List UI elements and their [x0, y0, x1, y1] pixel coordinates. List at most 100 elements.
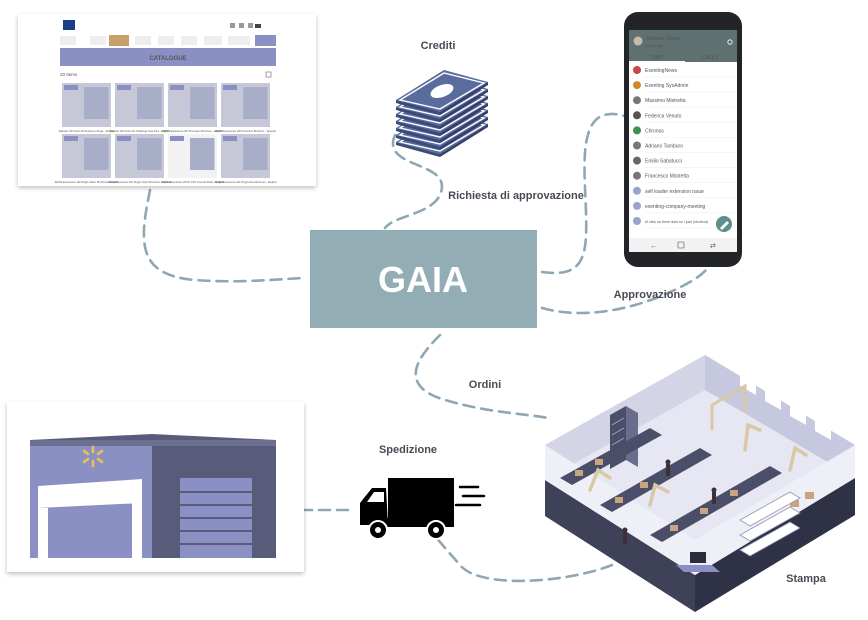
connector-phone-gaia	[540, 260, 714, 315]
catalog-item[interactable]: ZEISS Experience HD Single Vision Brochu…	[55, 134, 119, 184]
phone-screen	[629, 30, 737, 252]
catalog-item-label: ZEISS Experience HD Promotion Brochure -…	[162, 129, 223, 133]
gaia-title: GAIA	[378, 259, 468, 300]
contact-name: #I click on three dots so I pad (shortcu…	[645, 220, 708, 224]
contact-name: Massimo Mistretta	[645, 98, 686, 104]
contact-item[interactable]: Chronos	[633, 126, 737, 138]
catalog-item-label: ZEISS Experience HD Progressive Brochure…	[214, 180, 277, 184]
nav-home-icon[interactable]	[677, 241, 685, 249]
phone-header	[629, 30, 737, 62]
catalog-item[interactable]: Walmart HD Vision Rx Challenge Tear Pad …	[110, 83, 170, 133]
phone-mockup: Andrea Gonia Messenger CHAT CALLS Exenti…	[624, 12, 742, 267]
contact-item[interactable]: exenting-company-meeting	[633, 201, 737, 214]
help-icon[interactable]	[248, 23, 253, 28]
money-stack-icon	[396, 70, 488, 157]
contact-avatar	[633, 217, 641, 225]
catalog-item-label: Walmart HD Vision Rx Challenge Tear Pad …	[110, 129, 170, 133]
phone-search-icon[interactable]	[727, 39, 733, 45]
label-approvazione: Approvazione	[614, 289, 687, 301]
phone-user-status: Messenger	[646, 44, 665, 48]
store-door-frame	[38, 508, 48, 558]
catalog-grid: Walmart HD Vision RX Enhance Single - En…	[55, 83, 277, 184]
store-awning	[38, 479, 142, 508]
label-stampa: Stampa	[786, 573, 827, 585]
catalog-item-label: ZEISS Experience HD Single Vision Brochu…	[55, 180, 119, 184]
catalog-banner	[60, 48, 276, 66]
store-door-frame-right	[132, 503, 142, 558]
catalog-item[interactable]: ZEISS Experience HD Rx FSV Consult Sheet…	[161, 134, 225, 184]
contact-avatar	[633, 126, 641, 135]
nav-active-tab[interactable]	[109, 35, 129, 46]
store-building	[30, 434, 276, 558]
nav-recent-icon[interactable]: ⇄	[710, 243, 716, 250]
connector-gaia-factory	[414, 333, 550, 420]
label-richiesta: Richiesta di approvazione	[448, 190, 584, 202]
contact-avatar	[633, 66, 641, 74]
contact-item[interactable]: Adriano Tamburo	[633, 141, 737, 153]
delivery-truck-icon	[360, 478, 486, 540]
factory-windows	[740, 370, 831, 440]
contact-name: Chronos	[645, 128, 664, 134]
contact-avatar	[633, 201, 641, 210]
contact-name: exenting-company-meeting	[645, 204, 706, 210]
zeiss-logo	[63, 20, 75, 30]
catalog-banner-text: CATALOGUE	[149, 56, 186, 62]
nav-back-icon[interactable]: ←	[650, 243, 657, 250]
contact-name: self loader extension issue	[645, 189, 704, 195]
contact-avatar	[633, 141, 641, 150]
contact-avatar	[633, 171, 641, 180]
pencil-icon	[720, 221, 729, 230]
contact-item[interactable]: Francesco Mistretta	[633, 171, 737, 183]
phone-tab-chat[interactable]: CHAT	[650, 55, 663, 61]
catalog-count: 20 Items	[60, 72, 78, 77]
catalog-item-label: ZEISS Experience HD Rx FSV Consult Sheet…	[161, 180, 225, 184]
contact-item[interactable]: Emilio Sabatucci	[633, 156, 737, 168]
contact-name: Francesco Mistretta	[645, 174, 689, 180]
connector-gaia-phone	[540, 112, 626, 275]
catalog-item[interactable]: ZEISS Experience HD Promotion Brochure -…	[215, 83, 277, 133]
contact-avatar	[633, 156, 641, 165]
print-factory-illustration	[545, 355, 855, 612]
contact-item[interactable]: self loader extension issue	[633, 186, 737, 199]
cart-icon[interactable]	[255, 24, 261, 28]
phone-tab-calls[interactable]: CALLS	[702, 55, 719, 61]
catalog-search-icon[interactable]	[265, 71, 272, 78]
contact-name: Emilio Sabatucci	[645, 159, 682, 165]
connector-catalog-gaia	[142, 188, 304, 283]
catalog-item[interactable]: ZEISS Experience HD Progressive Brochure…	[214, 134, 277, 184]
contact-item[interactable]: Exenting SysAdmin	[633, 81, 737, 93]
catalog-item-label: Walmart HD Vision RX Enhance Single - En…	[59, 129, 115, 133]
speed-lines	[454, 485, 486, 507]
catalog-content: CATALOGUE 20 Items Walmart HD Vision RX …	[55, 20, 277, 184]
catalog-item[interactable]: ZEISS Experience HD Single Vision Brochu…	[107, 134, 172, 184]
connector-factory-truck	[430, 530, 614, 583]
contact-avatar	[633, 186, 641, 195]
contact-item[interactable]: Massimo Mistretta	[633, 96, 737, 108]
search-icon[interactable]	[230, 23, 235, 28]
bill	[396, 70, 488, 115]
contact-item[interactable]: ExentingNews	[633, 66, 737, 78]
gaia-box: GAIA	[310, 230, 537, 328]
user-icon[interactable]	[239, 23, 244, 28]
catalog-item-label: ZEISS Experience HD Single Vision Brochu…	[107, 180, 172, 184]
catalog-item-label: ZEISS Experience HD Promotion Brochure -…	[215, 129, 277, 133]
connector-credits-gaia	[383, 133, 444, 230]
phone-user-name: Andrea Gonia	[646, 36, 681, 42]
contact-avatar	[633, 111, 641, 120]
label-spedizione: Spedizione	[379, 444, 437, 456]
contact-item[interactable]: Federica Venuto	[633, 111, 737, 123]
walmart-spark-icon	[82, 445, 104, 468]
nav-cta[interactable]	[255, 35, 276, 46]
contact-avatar	[633, 96, 641, 105]
contact-name: Adriano Tamburo	[645, 144, 683, 150]
label-ordini: Ordini	[469, 379, 501, 391]
contact-name: Federica Venuto	[645, 113, 682, 119]
catalog-item[interactable]: ZEISS Experience HD Promotion Brochure -…	[162, 83, 223, 133]
contact-name: Exenting SysAdmin	[645, 83, 689, 89]
label-crediti: Crediti	[421, 40, 456, 52]
catalog-item[interactable]: Walmart HD Vision RX Enhance Single - En…	[59, 83, 115, 133]
tab-indicator	[629, 61, 685, 63]
contact-name: ExentingNews	[645, 68, 677, 74]
contact-avatar	[633, 81, 641, 90]
